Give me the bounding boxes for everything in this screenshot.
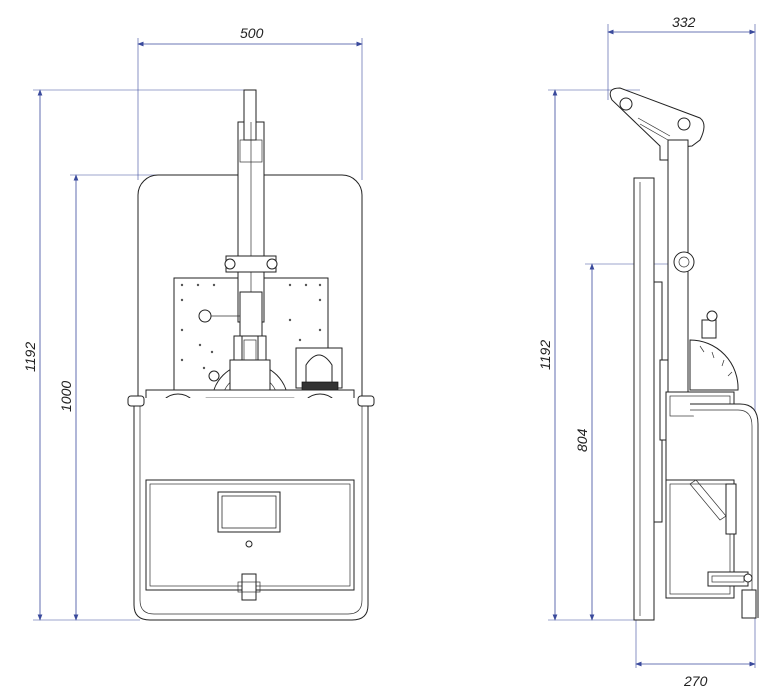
vacuum-gauge <box>295 347 343 391</box>
dimension-label-lower-height: 804 <box>574 428 590 452</box>
side-sector <box>689 339 739 391</box>
dimension-label-total-height-side: 1192 <box>537 340 553 370</box>
side-bottom-latch <box>707 571 749 587</box>
side-top-hook <box>609 87 705 161</box>
dimension-label-plate-height: 1000 <box>58 381 74 412</box>
dimension-height-1192-front: 1192 <box>22 89 43 621</box>
top-eye <box>243 89 257 141</box>
front-view: 500 1192 1000 <box>22 25 375 621</box>
side-pivot <box>673 251 695 273</box>
dimension-width-500: 500 <box>137 25 363 47</box>
dimension-width-270: 270 <box>635 661 756 689</box>
dimension-height-1000: 1000 <box>58 174 79 621</box>
dimension-label-top-width: 332 <box>672 14 696 30</box>
bottom-clip <box>241 573 257 601</box>
dimension-height-804: 804 <box>574 263 595 621</box>
dimension-label-width: 500 <box>240 25 264 41</box>
side-view: 332 1192 804 270 <box>537 14 759 689</box>
dimension-label-bottom-width: 270 <box>683 673 708 689</box>
dimension-height-1192-side: 1192 <box>537 89 558 621</box>
dimension-width-332: 332 <box>607 14 756 35</box>
dimension-label-total-height-front: 1192 <box>22 342 38 372</box>
lever-knob <box>198 309 212 323</box>
side-back-plate <box>633 177 655 621</box>
